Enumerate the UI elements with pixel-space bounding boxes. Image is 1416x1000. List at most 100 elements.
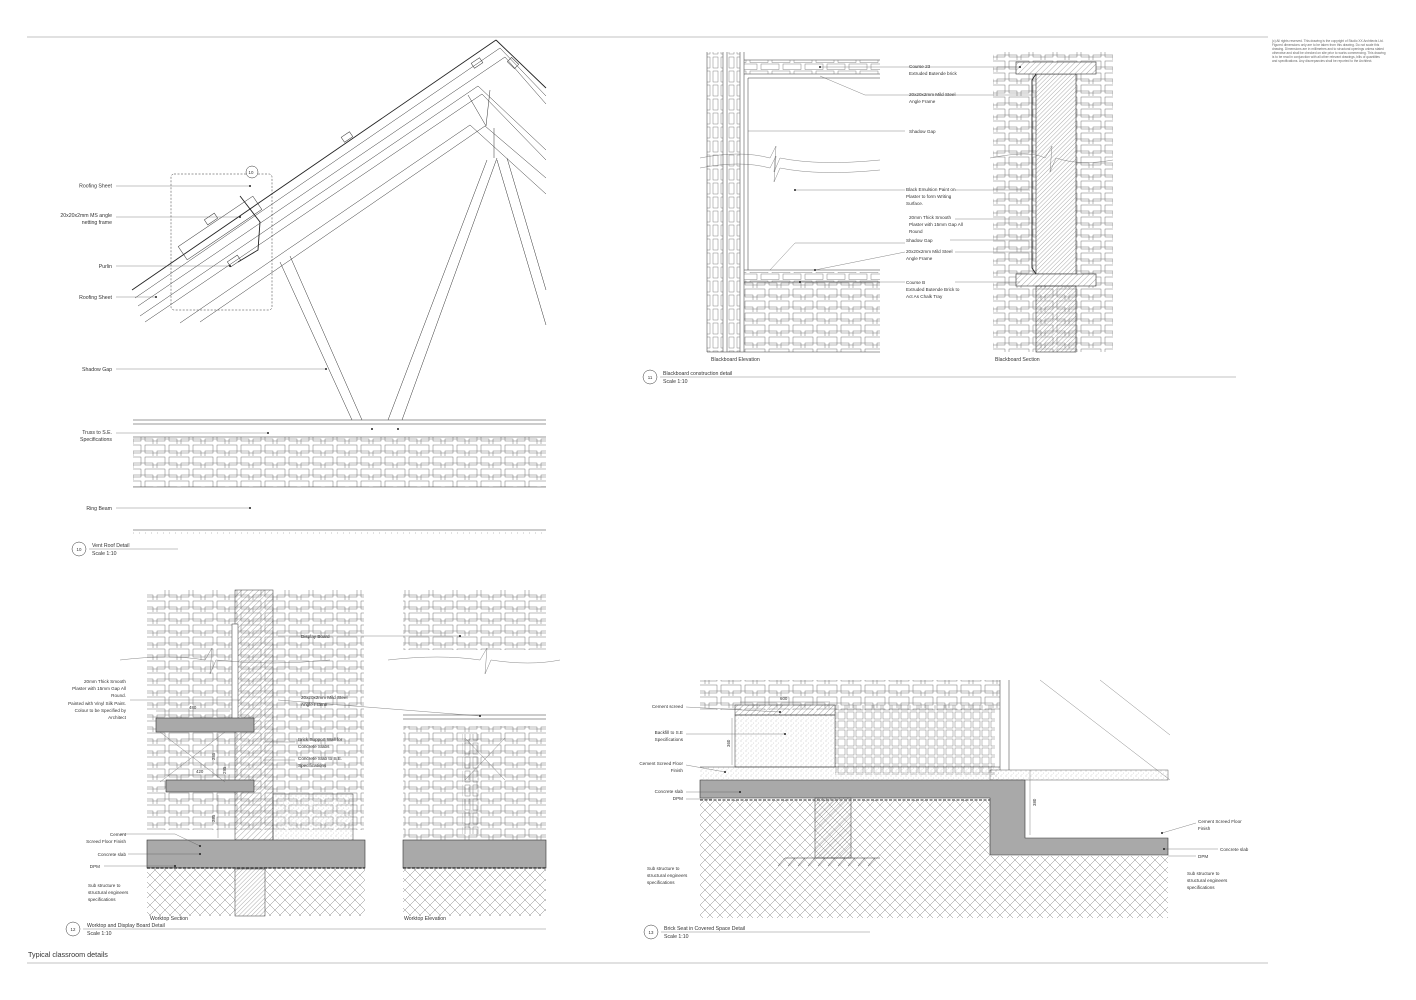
- brick-wall: [133, 437, 546, 487]
- label-plaster: Round.: [111, 693, 126, 698]
- label-dpm: DPM: [1198, 854, 1208, 859]
- detail-scale: Scale 1:10: [87, 931, 112, 937]
- section-callout-icon: [245, 165, 259, 179]
- label-screed: Screed Floor Finish: [86, 839, 126, 844]
- label-cement-screed: Cement screed: [652, 704, 684, 709]
- worktop-slab: [165, 779, 255, 793]
- note-line: drawing. Dimensions are in millimetres a…: [1272, 47, 1384, 51]
- label-screed-floor: Cement Screed Floor: [639, 761, 683, 766]
- dimension-text: 600: [780, 696, 788, 701]
- label-backfill: Specifications: [655, 737, 684, 742]
- label-shadow-gap: Shadow Gap: [906, 238, 933, 243]
- label-concrete-slab: Concrete slab: [1220, 847, 1249, 852]
- dimension-text: 480: [189, 705, 197, 710]
- label-shadow-gap: Shadow Gap: [909, 129, 936, 134]
- label-plaster: 20mm Thick Smooth: [909, 215, 951, 220]
- detail-scale: Scale 1:10: [663, 379, 688, 385]
- label-concrete-slab: Concrete slab: [655, 789, 684, 794]
- label-shadow-gap: Shadow Gap: [82, 367, 112, 373]
- blackboard-section: [989, 52, 1114, 353]
- leaders-d12: [104, 635, 481, 867]
- detail-number-badge: [65, 921, 81, 937]
- label-backfill: Backfill to S.E: [655, 730, 683, 735]
- detail-number-badge: [643, 924, 659, 940]
- label-substructure: Sub structure to: [88, 883, 121, 888]
- detail-title: Vent Roof Detail: [92, 543, 130, 549]
- label-display-board: Display Board: [301, 634, 330, 639]
- label-black-paint: Plaster to form Writing: [906, 194, 952, 199]
- label-black-paint: Surface.: [906, 201, 923, 206]
- label-plaster: Plaster with 15mm Gap All: [72, 686, 126, 691]
- label-dpm: DPM: [673, 796, 683, 801]
- label-substructure: specifications: [88, 897, 116, 902]
- label-angle-frame: 20x20x2mm MS angle: [60, 213, 112, 219]
- label-dpm: DPM: [90, 864, 100, 869]
- label-brick-support: Concrete Slabs: [298, 744, 330, 749]
- detail-brick-seat: 600 360 380 Cement screed Backfill to S.…: [639, 679, 1249, 940]
- detail-vent-roof: 10 Roofing Sheet 20x20x2mm MS angle nett…: [60, 39, 547, 557]
- label-substructure: Sub structure to: [647, 866, 680, 871]
- label-truss: Truss to S.E.: [82, 430, 112, 436]
- truss-webs: [279, 128, 547, 421]
- label-plaster: Round: [909, 229, 923, 234]
- label-ring-beam: Ring Beam: [86, 506, 112, 512]
- dimension-text: 285: [211, 752, 216, 760]
- label-screed-floor: Finish: [1198, 826, 1211, 831]
- detail-number-badge: [642, 369, 658, 385]
- label-plaster: Architect: [108, 715, 127, 720]
- sheet-title: Typical classroom details: [28, 950, 108, 959]
- section-label: Blackboard Section: [995, 357, 1040, 363]
- label-substructure: structural engineers: [88, 890, 129, 895]
- note-line: (c) All rights reserved. This drawing is…: [1272, 39, 1384, 43]
- dimension-text: 420: [196, 769, 204, 774]
- note-line: Figured dimensions only are to be taken …: [1272, 43, 1380, 47]
- label-purlin: Purlin: [99, 264, 112, 270]
- detail-number: 11: [648, 375, 653, 380]
- worktop-slab: [155, 717, 255, 733]
- detail-worktop: 480 420 285 295 285 Display Board: [65, 589, 561, 937]
- label-course-b: Extruded Butende Brick to: [906, 287, 960, 292]
- roof-rafters: [131, 39, 547, 324]
- section-callout-number: 10: [249, 170, 254, 175]
- dimension-text: 360: [726, 739, 731, 747]
- sheet-frame: [27, 36, 1268, 964]
- label-substructure: specifications: [1187, 885, 1215, 890]
- label-course23: Extruded Butende brick: [909, 71, 957, 76]
- leaders-d13: [685, 706, 1218, 857]
- detail-number: 13: [649, 930, 654, 935]
- detail-title: Brick Seat in Covered Space Detail: [664, 926, 745, 932]
- label-angle-frame: Angle Frame: [909, 99, 936, 104]
- label-plaster: Plaster with 15mm Gap All: [909, 222, 963, 227]
- label-angle-frame: netting frame: [82, 220, 112, 226]
- label-screed: Cement: [110, 832, 127, 837]
- label-course-b: Course B: [906, 280, 925, 285]
- label-course23: Course 23: [909, 64, 931, 69]
- elevation-label: Worktop Elevation: [404, 916, 446, 922]
- label-brick-support: Brick Support Wall for: [298, 737, 343, 742]
- label-plaster: Colour to be Specified by: [75, 708, 127, 713]
- detail-scale: Scale 1:10: [664, 934, 689, 940]
- blackboard-elevation: [699, 52, 881, 353]
- note-line: is to be read in conjunction with all ot…: [1272, 55, 1380, 59]
- label-angle-frame: 20x20x2mm Mild Steel: [301, 695, 347, 700]
- elevation-label: Blackboard Elevation: [711, 357, 760, 363]
- detail-number: 12: [71, 927, 76, 932]
- label-substructure: specifications: [647, 880, 675, 885]
- leaders-d10: [116, 185, 327, 509]
- label-roofing-sheet: Roofing Sheet: [79, 295, 112, 301]
- label-angle-frame: 20x20x2mm Mild Steel: [906, 249, 952, 254]
- label-slab: Concrete Slab to S.E.: [298, 756, 342, 761]
- section-label: Worktop Section: [150, 916, 188, 922]
- dimension-text: 285: [211, 814, 216, 822]
- detail-scale: Scale 1:10: [92, 551, 117, 557]
- label-angle-frame: Angle Frame: [301, 702, 328, 707]
- detail-number: 10: [77, 547, 82, 552]
- concrete-slab: [699, 779, 1169, 856]
- detail-number-badge: [71, 541, 87, 557]
- label-concrete-slab: Concrete slab: [98, 852, 127, 857]
- note-line: and specifications. Any discrepancies sh…: [1272, 59, 1372, 63]
- leaders-d11: [748, 66, 1036, 283]
- label-substructure: Sub structure to: [1187, 871, 1220, 876]
- detail-title: Worktop and Display Board Detail: [87, 923, 165, 929]
